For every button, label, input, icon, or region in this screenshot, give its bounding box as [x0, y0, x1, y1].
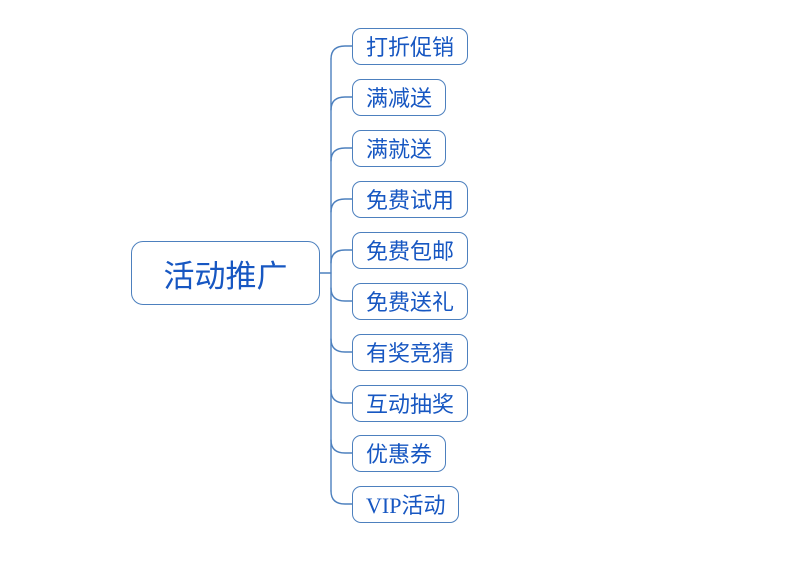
- branch-node-9[interactable]: 优惠券: [352, 434, 447, 472]
- branch-node-7[interactable]: 有奖竞猜: [352, 333, 469, 371]
- root-node[interactable]: 活动推广: [131, 241, 320, 305]
- branch-node-2[interactable]: 满减送: [352, 78, 447, 116]
- branch-node-8[interactable]: 互动抽奖: [352, 384, 469, 422]
- branch-node-1[interactable]: 打折促销: [352, 27, 469, 65]
- branch-node-10[interactable]: VIP活动: [352, 485, 460, 523]
- branch-node-5[interactable]: 免费包邮: [352, 231, 469, 269]
- branch-node-6[interactable]: 免费送礼: [352, 282, 469, 320]
- branch-node-3[interactable]: 满就送: [352, 129, 447, 167]
- branch-node-4[interactable]: 免费试用: [352, 180, 469, 218]
